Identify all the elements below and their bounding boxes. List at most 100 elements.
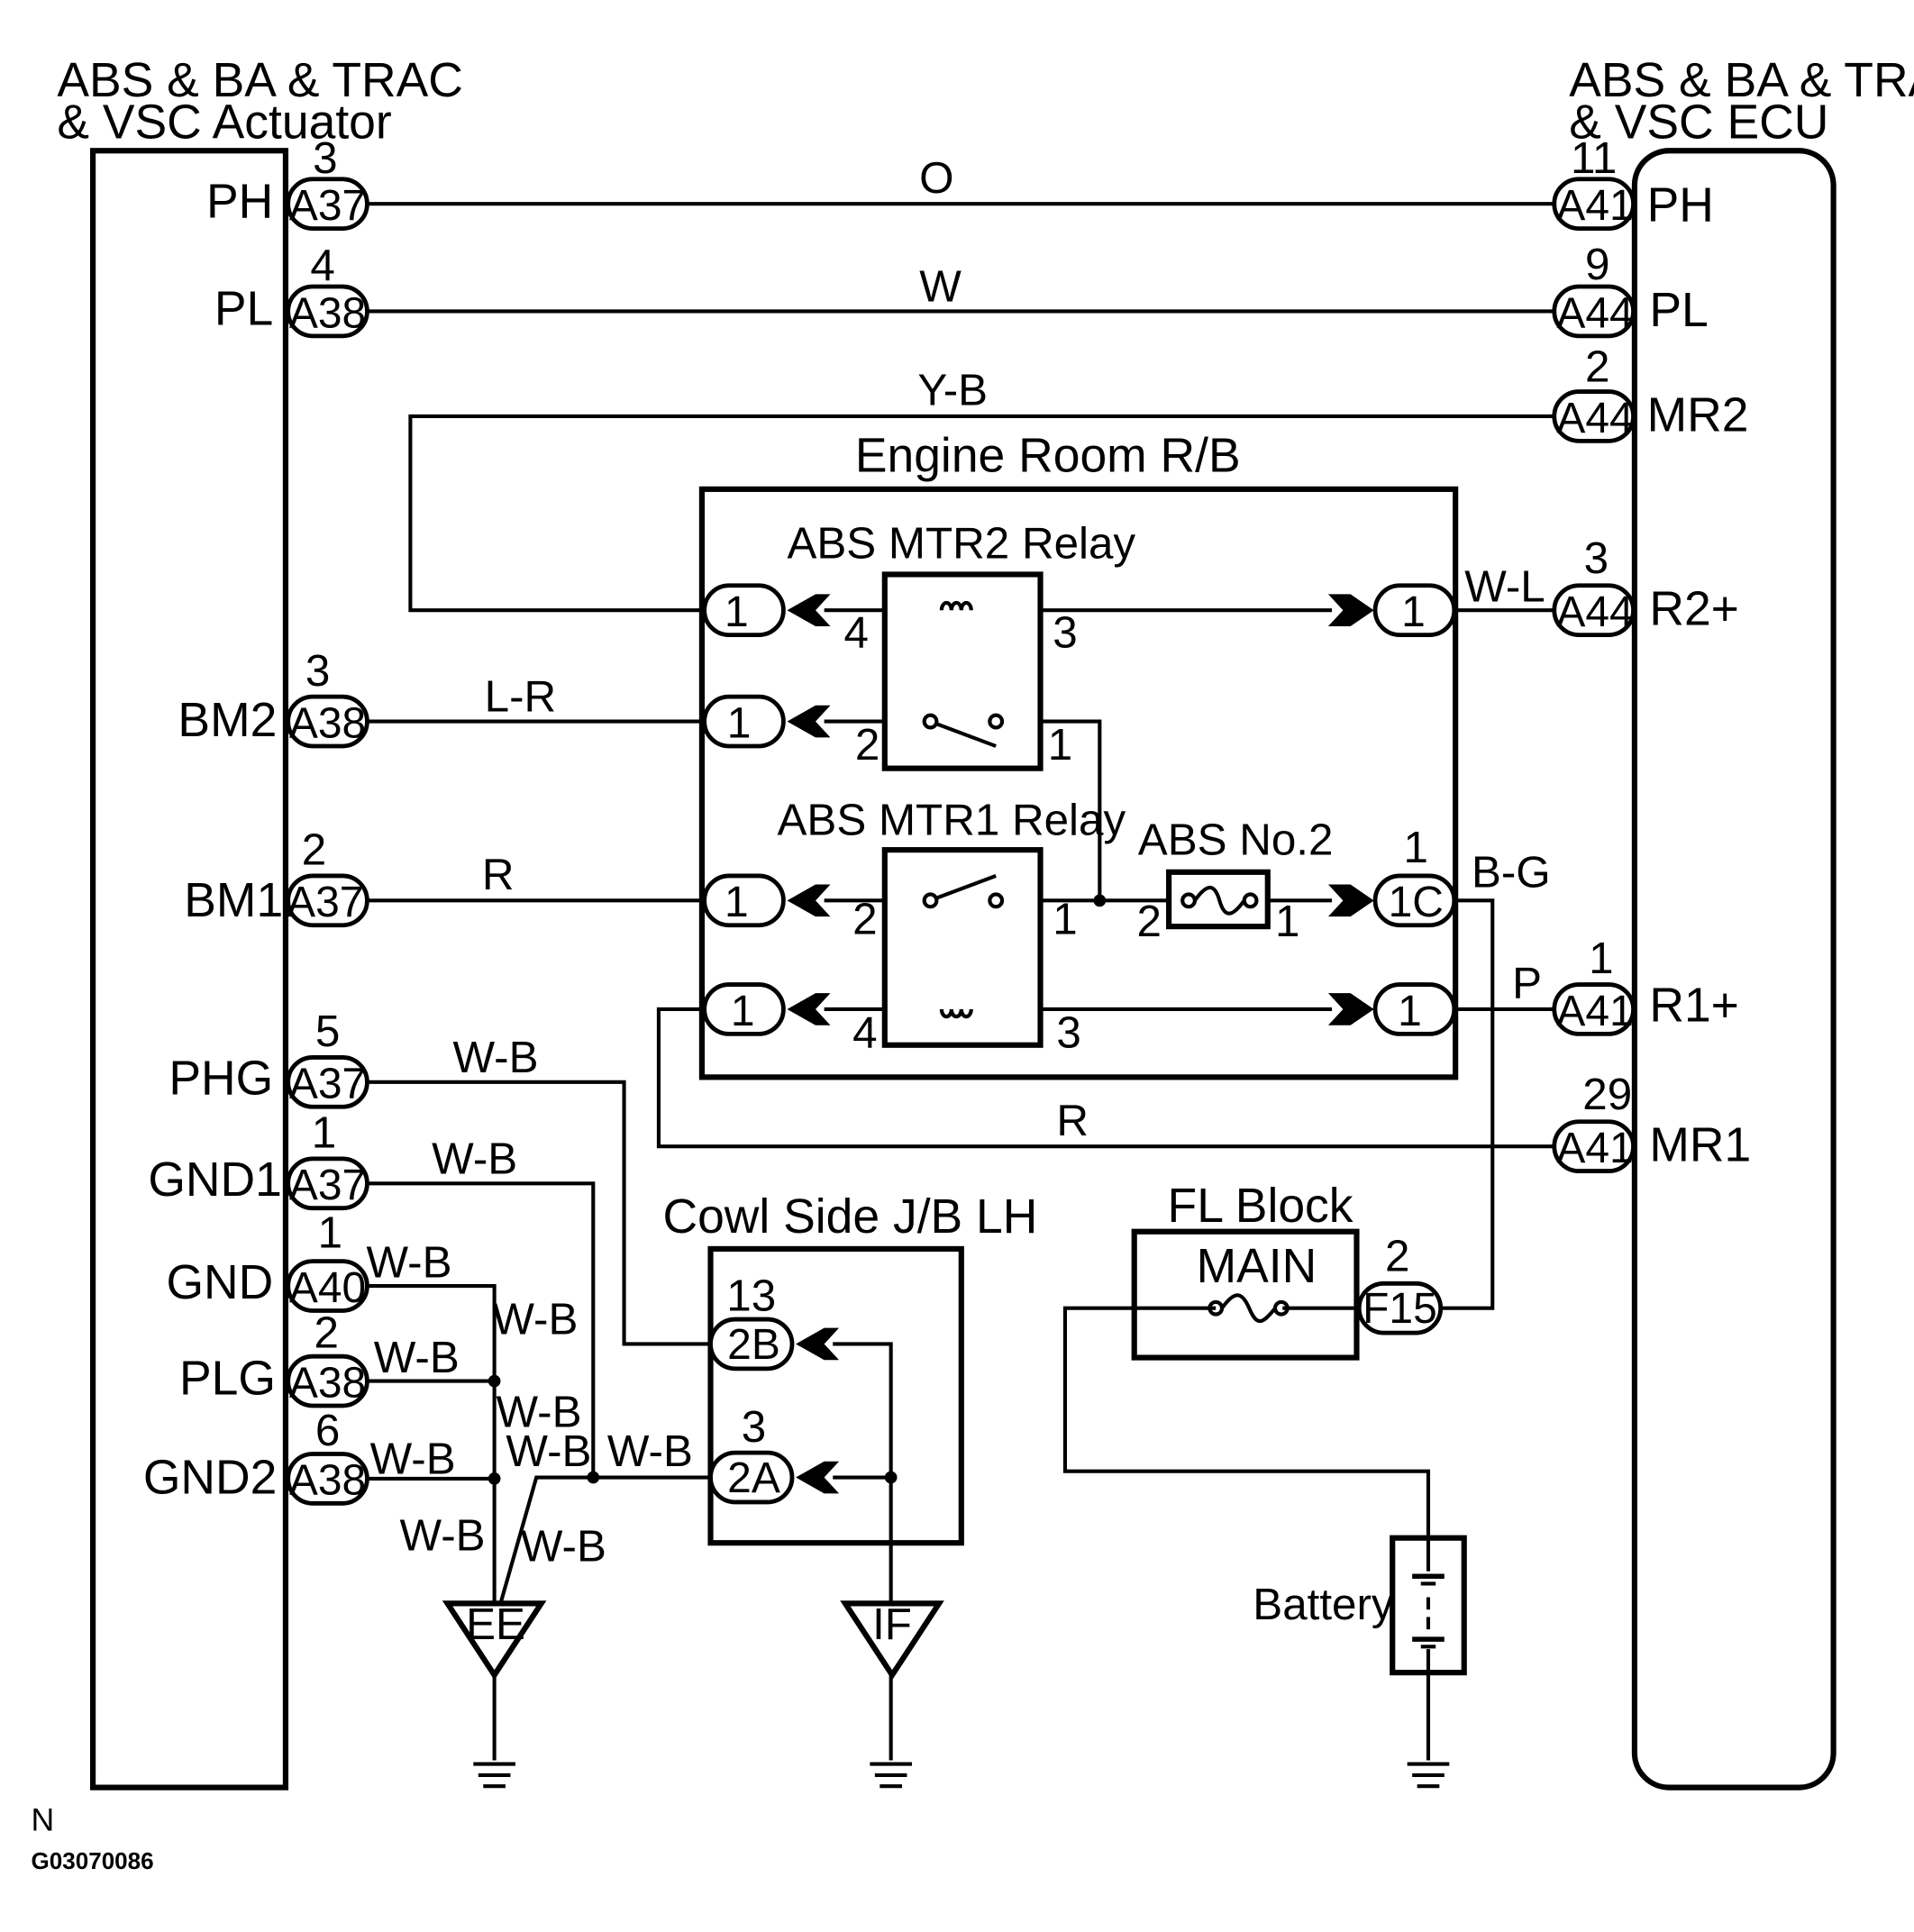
rb-connector-arrows: [787, 594, 1374, 1494]
actuator-pin-name-pl: PL: [214, 283, 273, 336]
cowl-conn-2a: [708, 1450, 795, 1505]
actuator-conn-gnd1: A37: [289, 1162, 366, 1209]
ecu-conn-mr2: A44: [1556, 395, 1633, 442]
actuator-pin-no-gnd: 1: [318, 1208, 342, 1258]
ground-point-ee: [442, 1600, 547, 1681]
ecu-title-line1: ABS & BA & TRAC: [1569, 54, 1914, 107]
wire-label-r1: P: [1512, 959, 1542, 1008]
ecu-conn-r2: A44: [1556, 588, 1633, 636]
wire-label-wb-plg: W-B: [374, 1333, 460, 1382]
rb-terminal-bm2: 1: [727, 699, 752, 747]
cowl-conn-2b-label: 2B: [727, 1321, 780, 1369]
fl-conn-f15: [1356, 1280, 1444, 1335]
actuator-pin-no-plg: 2: [314, 1308, 338, 1358]
ecu-connectors: [1552, 177, 1636, 1173]
actuator-title-line1: ABS & BA & TRAC: [57, 54, 463, 107]
actuator-pin-no-gnd1: 1: [312, 1108, 336, 1158]
ecu-pin-no-mr1: 29: [1582, 1070, 1632, 1119]
abs-no2-pin-2: 2: [1136, 897, 1161, 946]
fl-block-title: FL Block: [1168, 1180, 1353, 1233]
ecu-pin-name-pl: PL: [1649, 284, 1708, 337]
wire-label-bm2: L-R: [485, 672, 557, 722]
actuator-pin-no-phg: 5: [315, 1007, 340, 1056]
actuator-conn-phg: A37: [289, 1061, 366, 1108]
abs-no2-fuse-title: ABS No.2: [1138, 816, 1334, 865]
ground-if-label: IF: [872, 1599, 912, 1649]
wire-label-wb-ee-right: W-B: [521, 1522, 606, 1572]
battery-cells: [1412, 1537, 1445, 1673]
fl-conn-f15-label: F15: [1363, 1285, 1437, 1333]
wire-label-wb-gnd2: W-B: [370, 1434, 456, 1483]
cowl-conn-2b-pin: 13: [726, 1271, 776, 1320]
wire-label-bg: B-G: [1472, 847, 1551, 897]
mtr1-pin-4: 4: [852, 1007, 877, 1057]
actuator-pin-name-bm2: BM2: [178, 694, 277, 747]
ecu-pin-name-mr1: MR1: [1649, 1119, 1751, 1172]
ecu-body: [1631, 148, 1837, 1791]
ecu-conn-pl: A44: [1556, 289, 1633, 337]
rb-terminals: [702, 583, 1457, 1036]
ecu-pin-no-ph: 11: [1571, 133, 1617, 183]
mtr1-relay-title: ABS MTR1 Relay: [778, 796, 1126, 845]
abs-no2-pin-1: 1: [1275, 897, 1299, 946]
footer-code: N: [32, 1802, 55, 1838]
mtr1-pin-3: 3: [1056, 1007, 1080, 1057]
mtr2-pin-3: 3: [1053, 607, 1077, 657]
ecu-conn-r1: A41: [1556, 988, 1633, 1035]
wire-label-wb-gnd: W-B: [367, 1237, 452, 1287]
mtr2-relay-coil: [939, 600, 973, 611]
engine-room-rb-box: [698, 486, 1459, 1080]
wire-label-wb-phg: W-B: [452, 1033, 538, 1082]
mtr2-relay-switch: [935, 722, 997, 748]
wire-label-wb-cowl: W-B: [607, 1426, 693, 1476]
wire-label-r2: W-L: [1464, 562, 1545, 612]
ecu-conn-ph: A41: [1556, 182, 1633, 230]
rb-terminal-bm1: 1: [725, 879, 749, 926]
ecu-pin-name-r2: R2+: [1649, 583, 1739, 636]
cowl-conn-2a-pin: 3: [742, 1402, 766, 1452]
wire-label-mr2: Y-B: [917, 366, 988, 415]
actuator-pin-no-pl: 4: [310, 241, 334, 290]
ecu-pin-no-mr2: 2: [1585, 342, 1609, 392]
ecu-pin-no-r2: 3: [1584, 533, 1609, 583]
abs-no2-fuse-box: [1166, 869, 1271, 930]
actuator-pin-no-gnd2: 6: [315, 1406, 340, 1455]
rb-terminal-r1: 1: [1398, 988, 1422, 1035]
actuator-conn-bm2: A38: [289, 699, 366, 747]
cowl-conn-2a-label: 2A: [727, 1454, 780, 1502]
actuator-conn-gnd: A40: [289, 1264, 366, 1312]
actuator-pin-no-bm1: 2: [302, 825, 326, 875]
actuator-pin-name-gnd2: GND2: [143, 1451, 278, 1504]
actuator-conn-gnd2: A38: [289, 1457, 366, 1505]
mtr2-pin-2: 2: [855, 720, 880, 770]
main-fuse-element: [1220, 1293, 1277, 1324]
ground-point-if: [840, 1600, 944, 1681]
actuator-conn-plg: A38: [289, 1359, 366, 1407]
engine-room-rb-title: Engine Room R/B: [855, 430, 1241, 483]
mtr1-relay-coil: [939, 1008, 973, 1019]
wire-label-bm1: R: [482, 850, 515, 899]
mtr1-relay-switch: [935, 874, 997, 900]
cowl-conn-2b: [708, 1317, 795, 1372]
junction-dots: [488, 894, 1107, 1485]
wire-label-wb-ee-left: W-B: [400, 1510, 486, 1560]
battery-label: Battery: [1253, 1580, 1394, 1629]
actuator-pin-name-bm1: BM1: [184, 874, 283, 927]
ecu-pin-no-r1: 1: [1589, 934, 1613, 983]
wire-label-wb-gnd1: W-B: [432, 1134, 517, 1183]
fl-block-main-label: MAIN: [1197, 1240, 1317, 1293]
wire-label-wb-vert3: W-B: [506, 1426, 591, 1476]
actuator-pin-name-phg: PHG: [169, 1053, 273, 1106]
wire-label-ph: O: [919, 153, 953, 203]
cowl-jb-title: Cowl Side J/B LH: [662, 1190, 1037, 1244]
actuator-conn-bm1: A37: [287, 879, 363, 926]
ecu-conn-mr1: A41: [1556, 1125, 1633, 1172]
actuator-pin-no-ph: 3: [313, 133, 337, 183]
footer-figure-id: G03070086: [32, 1847, 154, 1874]
actuator-conn-ph: A37: [289, 182, 366, 230]
fl-block-box: [1131, 1228, 1360, 1361]
rb-terminal-1c-pin: 1: [1404, 823, 1428, 872]
ecu-pin-name-mr2: MR2: [1647, 388, 1749, 442]
rb-terminal-mr2: 1: [725, 588, 749, 636]
